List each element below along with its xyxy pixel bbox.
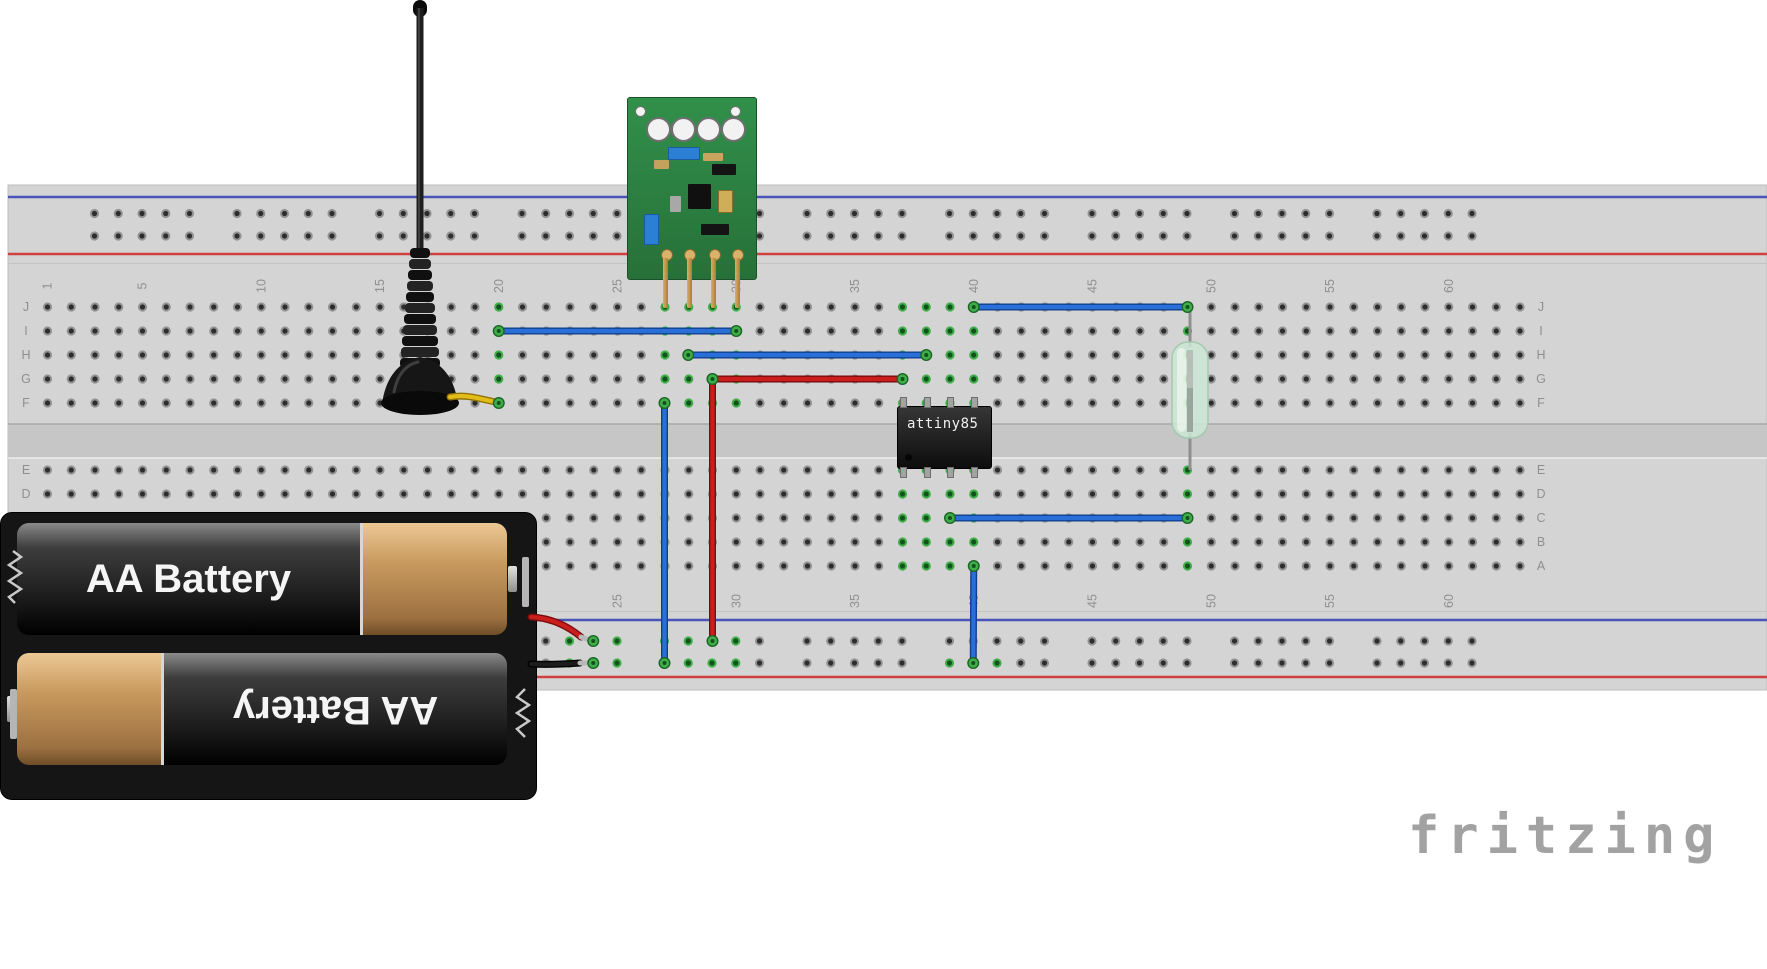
row-label: D (21, 487, 30, 501)
column-label: 30 (729, 594, 743, 608)
rf-pin[interactable] (663, 258, 668, 308)
column-label: 5 (136, 282, 150, 289)
ic-pin[interactable] (947, 397, 954, 408)
rf-pin[interactable] (686, 258, 692, 308)
reed-glass-highlight (1177, 348, 1186, 432)
row-label: E (1537, 463, 1545, 477)
row-label: G (1536, 372, 1546, 386)
column-label: 50 (1204, 279, 1218, 293)
column-label: 50 (1204, 594, 1218, 608)
column-label: 40 (967, 279, 981, 293)
column-label: 35 (848, 279, 862, 293)
column-label: 60 (1442, 594, 1456, 608)
battery-positive-body (360, 523, 507, 635)
ic-label: attiny85 (907, 416, 979, 432)
rf-component (712, 164, 736, 175)
rf-transmitter-module[interactable] (627, 97, 757, 308)
row-label: I (1539, 324, 1542, 338)
column-label: 35 (848, 594, 862, 608)
antenna[interactable] (380, 0, 510, 430)
row-label: H (21, 348, 30, 362)
antenna-rod-highlight (418, 8, 420, 252)
battery-label: AA Battery (85, 556, 292, 601)
ic-pin[interactable] (970, 467, 978, 478)
column-label: 25 (611, 279, 625, 293)
battery-holder[interactable]: AA Battery AA Battery (0, 512, 537, 800)
rf-small-pad (634, 105, 646, 117)
row-label: D (1536, 487, 1545, 501)
battery-negative-body: AA Battery (17, 523, 360, 635)
fritzing-logo: fritzing (1408, 806, 1723, 866)
ic-pin[interactable] (923, 397, 931, 408)
ic-pin[interactable] (923, 467, 931, 478)
rf-antenna-pad[interactable] (695, 117, 721, 142)
attiny85-chip[interactable]: attiny85 (897, 397, 992, 478)
column-label: 15 (373, 279, 387, 293)
rf-component (701, 224, 729, 235)
reed-switch[interactable] (1170, 300, 1216, 480)
column-label: 1 (41, 282, 55, 289)
row-label: E (22, 463, 30, 477)
rf-crystal (718, 190, 733, 213)
row-label: H (1536, 348, 1545, 362)
battery-positive-nub (508, 566, 517, 592)
rf-capacitor (644, 214, 659, 245)
antenna-art (381, 0, 459, 415)
column-label: 55 (1323, 279, 1337, 293)
row-label: B (1537, 535, 1545, 549)
battery-aa-top[interactable]: AA Battery (17, 523, 507, 635)
column-label: 40 (967, 594, 981, 608)
column-label: 20 (492, 279, 506, 293)
rf-ic (688, 184, 711, 209)
battery-label-rotated: AA Battery (232, 687, 439, 732)
rf-antenna-pad[interactable] (720, 117, 746, 142)
column-label: 10 (254, 279, 268, 293)
battery-positive-body (17, 653, 164, 765)
row-label: F (1537, 396, 1545, 410)
rf-pad-strip (654, 160, 669, 169)
row-label: J (23, 300, 29, 314)
column-label: 45 (1086, 594, 1100, 608)
column-label: 60 (1442, 279, 1456, 293)
ic-pin1-dot (905, 454, 912, 461)
row-label: J (1538, 300, 1544, 314)
ic-pin[interactable] (970, 397, 978, 408)
reed-contact (1187, 350, 1193, 392)
column-label: 45 (1086, 279, 1100, 293)
rf-antenna-pad[interactable] (645, 117, 671, 142)
rf-small-pad (729, 105, 741, 117)
rf-resistor (703, 153, 723, 161)
battery-positive-nub (7, 696, 16, 722)
rf-capacitor (668, 147, 700, 160)
row-label: I (24, 324, 27, 338)
row-label: A (1537, 559, 1546, 573)
rf-pin[interactable] (734, 258, 740, 308)
ic-pin[interactable] (900, 467, 907, 478)
battery-aa-bottom[interactable]: AA Battery (17, 653, 507, 765)
rf-pin[interactable] (711, 258, 716, 308)
column-label: 25 (611, 594, 625, 608)
reed-contact (1187, 388, 1193, 432)
row-label: C (1536, 511, 1545, 525)
battery-negative-body: AA Battery (164, 653, 507, 765)
holder-contact-plate (522, 557, 529, 607)
reed-art (1171, 307, 1209, 470)
rf-component (670, 196, 681, 212)
column-label: 55 (1323, 594, 1337, 608)
holder-spring (514, 688, 532, 738)
row-label: F (22, 396, 30, 410)
rf-antenna-pad[interactable] (670, 117, 696, 142)
ic-pin[interactable] (947, 467, 954, 478)
ic-pin[interactable] (900, 397, 907, 408)
row-label: G (21, 372, 31, 386)
